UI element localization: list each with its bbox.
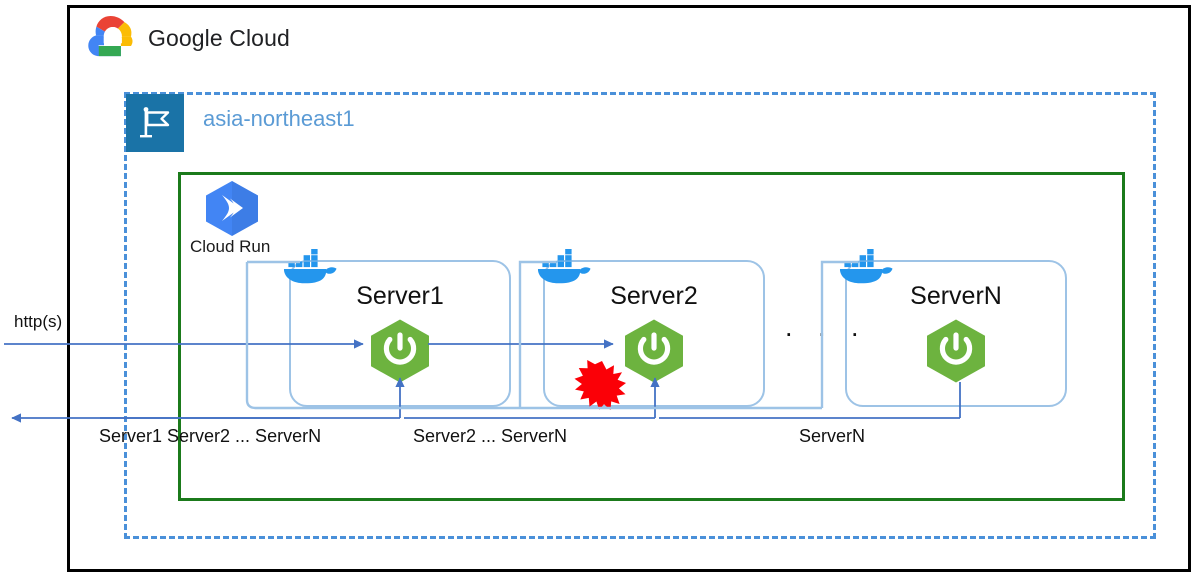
cloud-run-label: Cloud Run [190, 237, 271, 256]
ingress-protocol-label: http(s) [14, 312, 63, 331]
server-name-label: Server1 [356, 282, 444, 310]
return-label-2: Server2 ... ServerN [413, 426, 568, 446]
page-title: Google Cloud [148, 25, 290, 51]
region-boundary [124, 92, 1156, 539]
spring-boot-icon [365, 318, 435, 384]
return-label-n: ServerN [799, 426, 866, 446]
spring-boot-icon [619, 318, 689, 384]
outer-boundary [67, 5, 1191, 572]
docker-whale-icon [839, 248, 895, 286]
cloud-run-boundary [178, 172, 1125, 501]
google-cloud-header: Google Cloud [80, 13, 290, 64]
server-name-label: Server2 [610, 282, 698, 310]
server-card[interactable]: ServerN [839, 249, 1067, 407]
server-card[interactable]: Server1 [283, 249, 511, 407]
cloud-run-icon [202, 180, 262, 241]
docker-whale-icon [283, 248, 339, 286]
return-label-1: Server1 Server2 ... ServerN [99, 426, 322, 446]
explosion-burst-icon [573, 360, 631, 410]
server-card[interactable]: Server2 [537, 249, 765, 410]
region-flag-icon [126, 94, 184, 152]
server-name-label: ServerN [910, 282, 1002, 310]
docker-whale-icon [537, 248, 593, 286]
region-name-label: asia-northeast1 [203, 106, 355, 131]
google-cloud-logo-icon [80, 13, 134, 64]
spring-boot-icon [921, 318, 991, 384]
